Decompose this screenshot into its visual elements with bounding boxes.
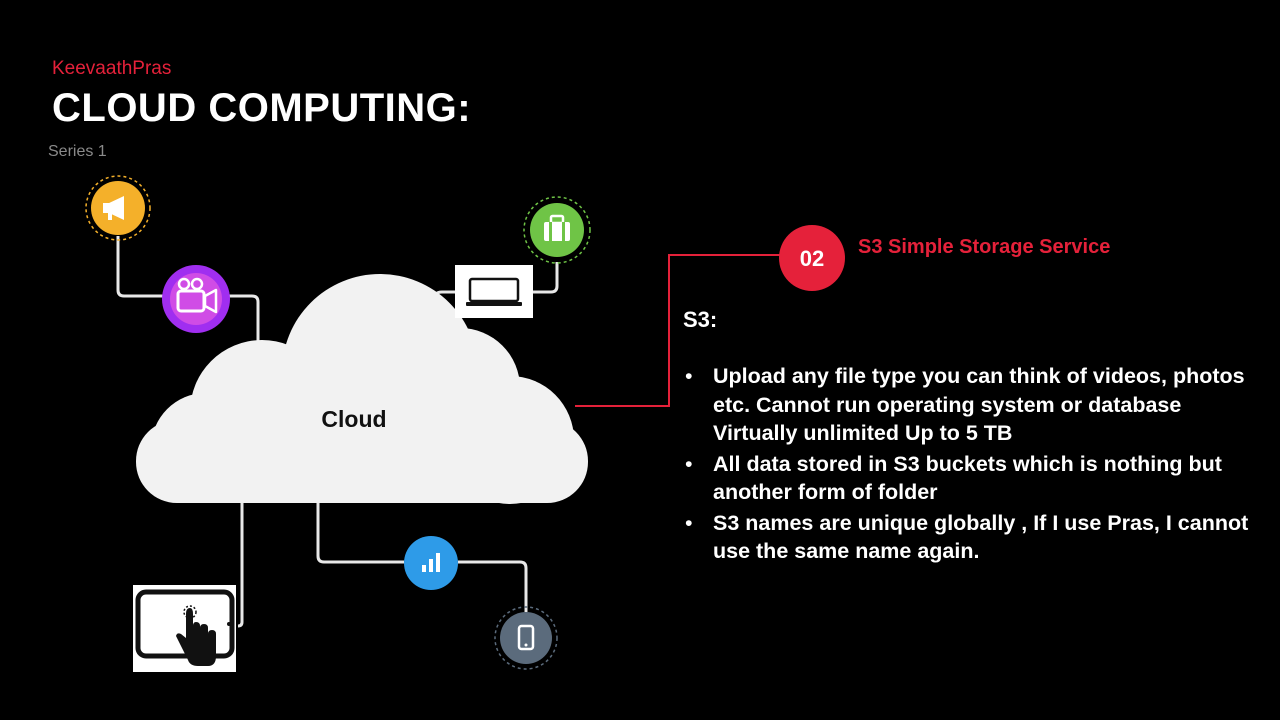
bullet-item: • All data stored in S3 buckets which is … xyxy=(683,450,1263,507)
connector-phone xyxy=(458,560,528,612)
smartphone-icon xyxy=(494,606,558,670)
bullet-item: • Upload any file type you can think of v… xyxy=(683,362,1263,448)
connector-briefcase xyxy=(532,262,559,294)
bullet-item: • S3 names are unique globally , If I use… xyxy=(683,509,1263,566)
cloud-label: Cloud xyxy=(321,406,386,432)
content-heading: S3: xyxy=(683,307,718,332)
series-label: Series 1 xyxy=(48,143,107,160)
bullet-dot: • xyxy=(685,364,693,388)
service-badge: 02 xyxy=(779,225,845,291)
bullet-text: All data stored in S3 buckets which is n… xyxy=(713,451,1222,505)
service-title: S3 Simple Storage Service xyxy=(858,236,1111,258)
bullet-dot: • xyxy=(685,451,693,476)
bullet-text: S3 names are unique globally , If I use … xyxy=(713,510,1249,564)
author-name: KeevaathPras xyxy=(52,58,172,79)
bullet-text: Upload any file type you can think of vi… xyxy=(713,364,1245,445)
megaphone-icon xyxy=(85,175,151,241)
briefcase-icon xyxy=(523,196,591,264)
bar-chart-icon xyxy=(404,536,458,590)
connector-tablet xyxy=(237,500,244,628)
video-camera-icon xyxy=(162,265,230,333)
connector-chart xyxy=(316,500,404,564)
cloud-shape xyxy=(136,274,588,504)
bullet-dot: • xyxy=(685,510,693,535)
slide-title: CLOUD COMPUTING: xyxy=(52,86,472,130)
tablet-touch-icon xyxy=(133,585,236,672)
connector-video xyxy=(228,294,260,342)
laptop-icon xyxy=(455,265,533,318)
bullet-list: • Upload any file type you can think of v… xyxy=(683,362,1263,568)
badge-number: 02 xyxy=(800,246,824,271)
connector-service xyxy=(575,254,780,407)
connector-megaphone xyxy=(116,236,165,298)
